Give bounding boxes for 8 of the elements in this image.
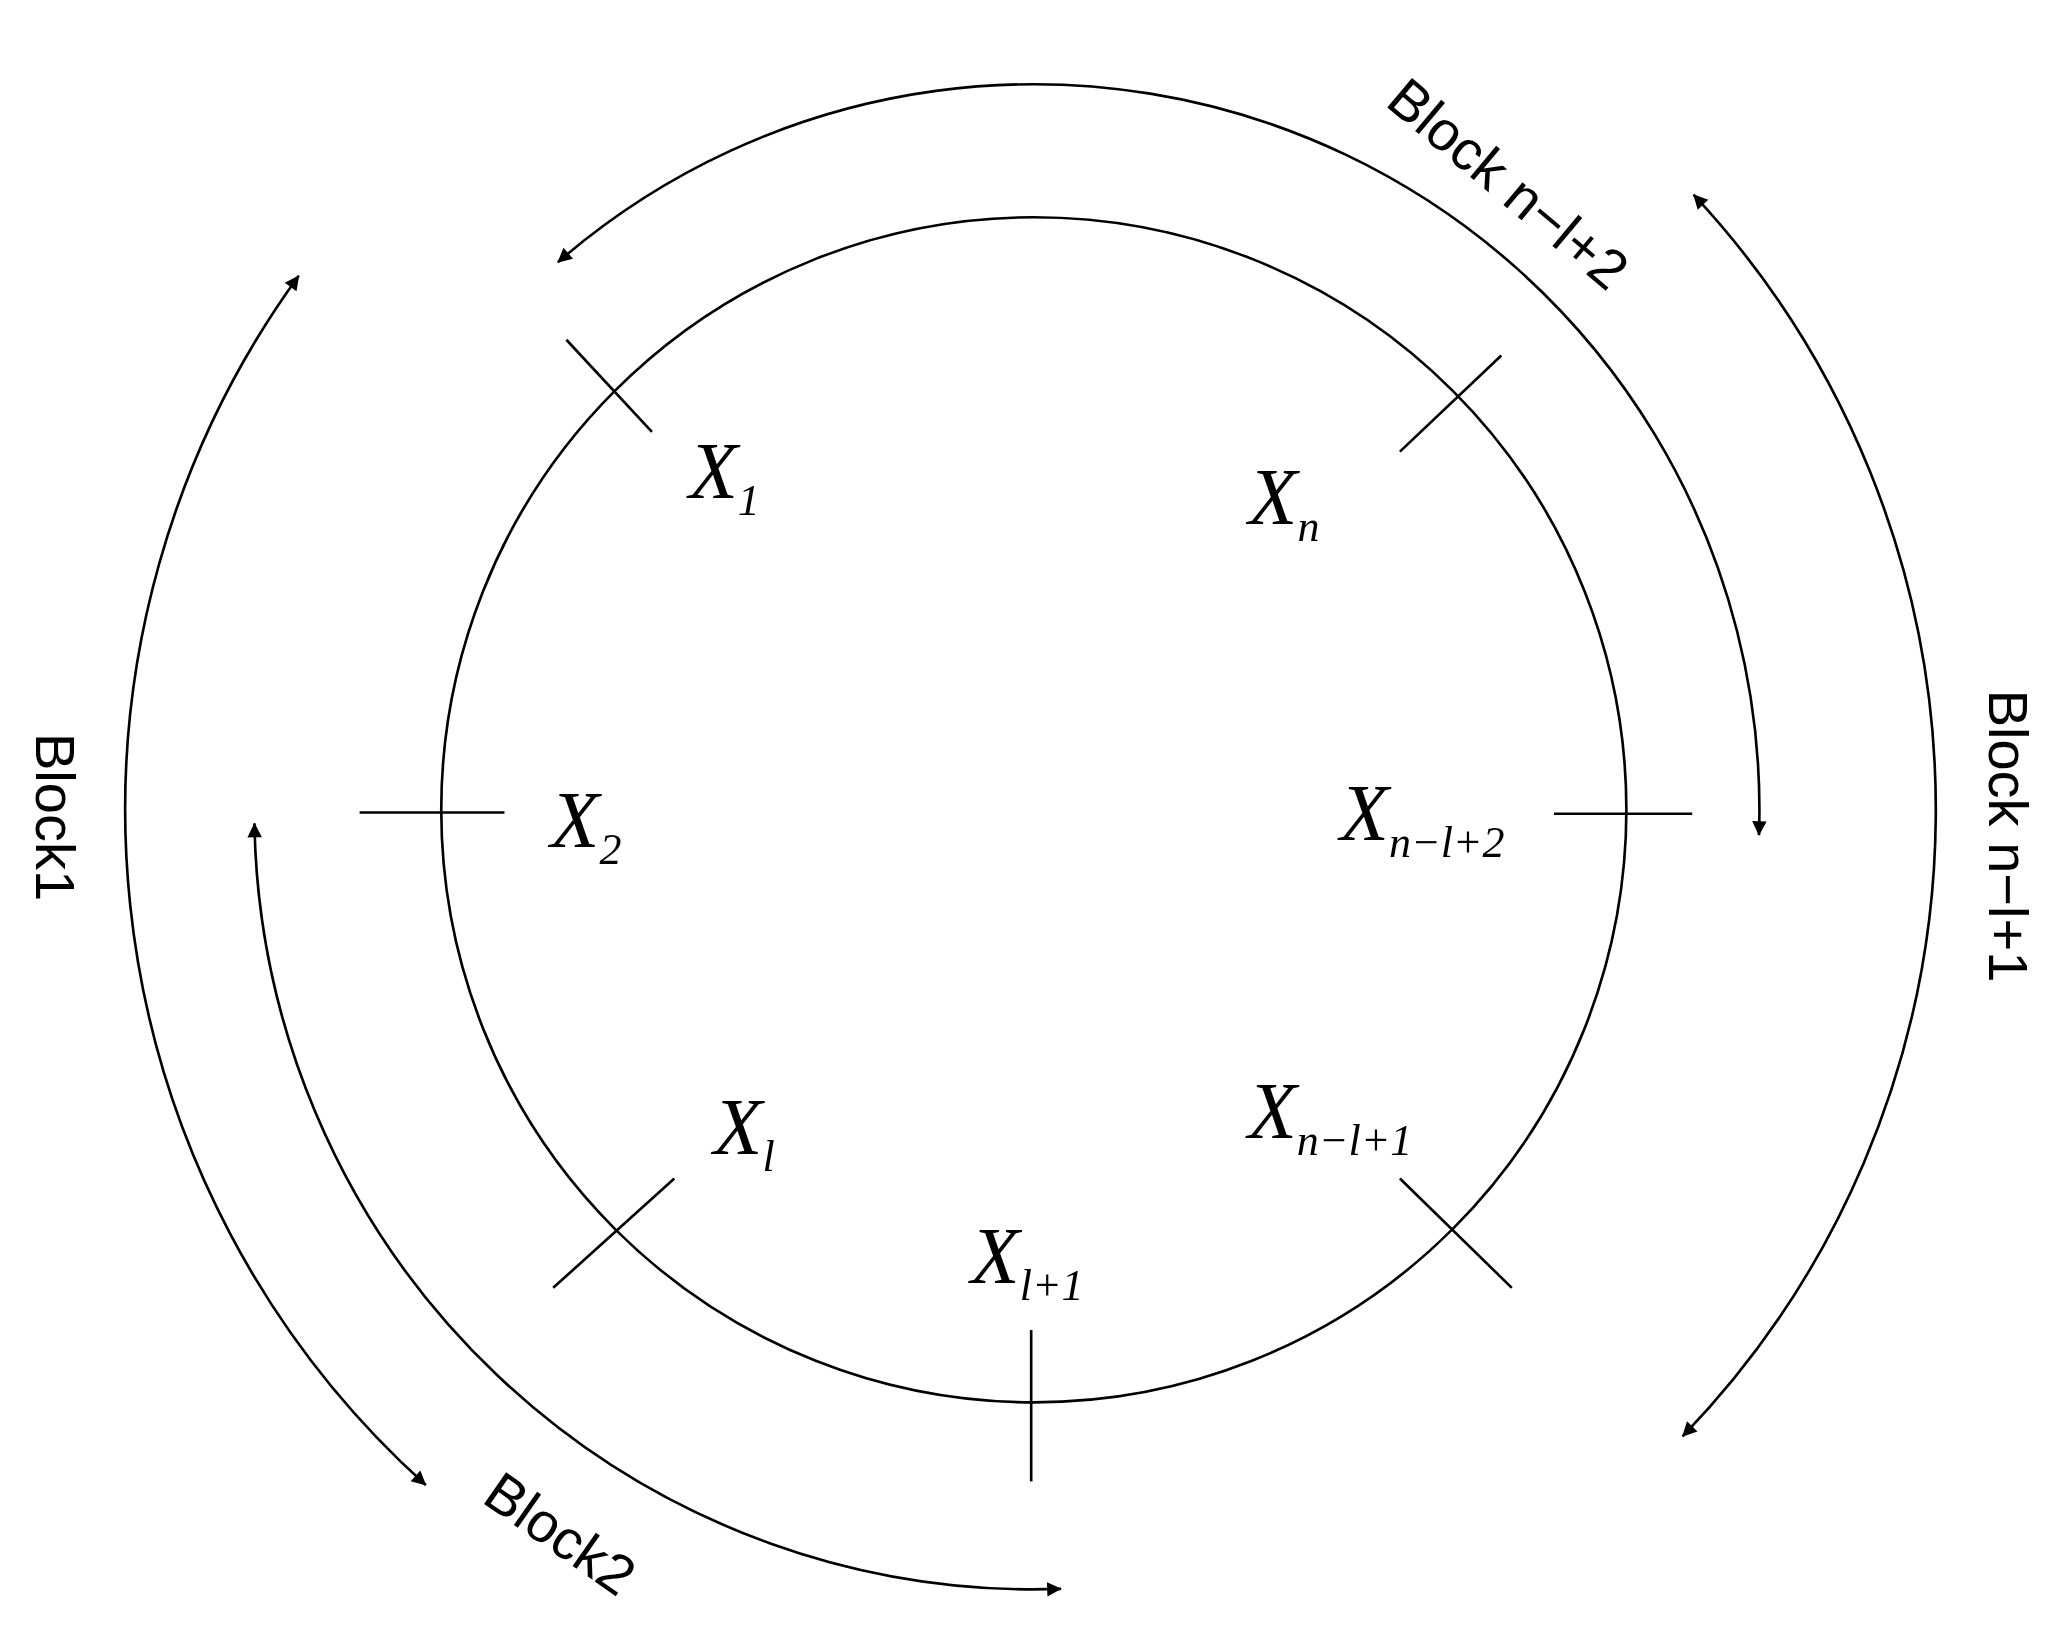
variable-label: X$_{l}$ <box>713 1086 775 1179</box>
variable-label: X$_{1}$ <box>688 430 760 523</box>
variable-label: X$_{n}$ <box>1248 457 1320 550</box>
block-label: Block n−l+1 <box>1980 689 2037 983</box>
variable-label: X$_{n−l+1}$ <box>1247 1070 1413 1163</box>
variable-label: X$_{l+1}$ <box>970 1215 1084 1308</box>
variable-label: X$_{2}$ <box>550 779 622 872</box>
block-label: Block1 <box>27 732 84 901</box>
